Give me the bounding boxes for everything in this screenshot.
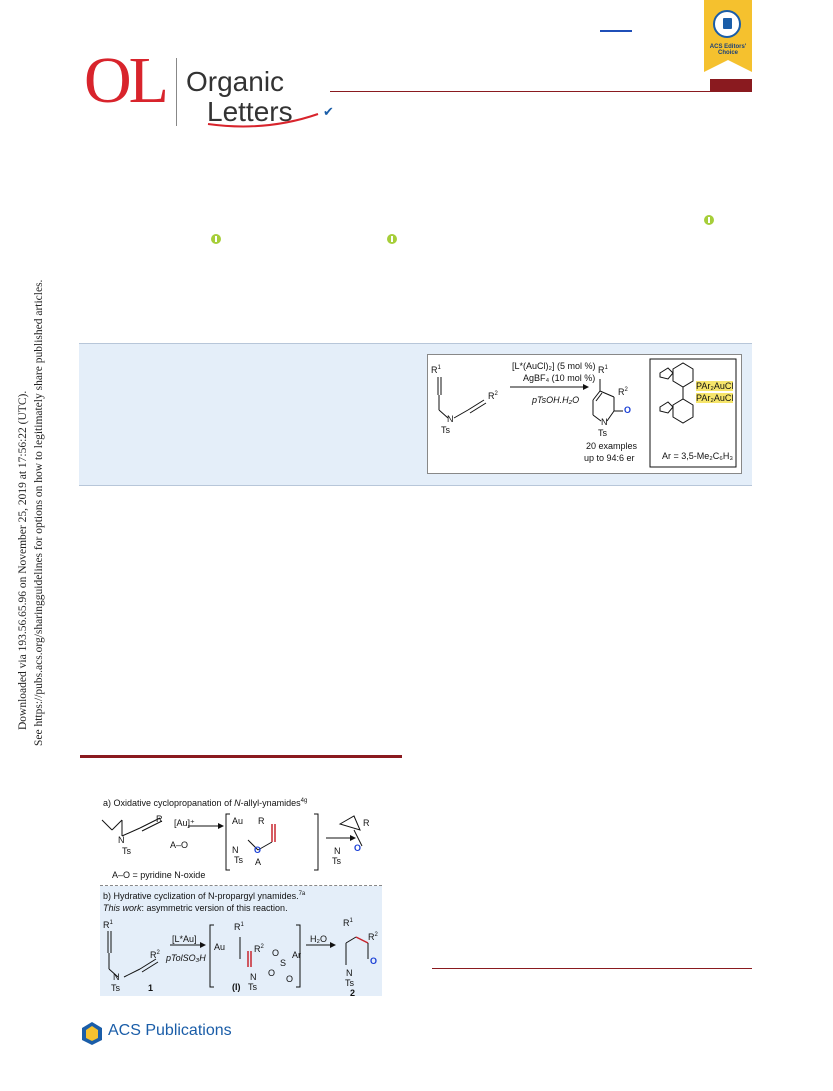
scheme-b-r1: R1 [103,920,113,930]
scheme-panel-b [100,886,382,996]
scheme-a-product-ts: Ts [332,856,341,866]
toc-structures [437,358,737,468]
scheme-b-subtitle: This work: asymmetric version of this re… [103,903,288,913]
scheme-a-reagent: [Au]⁺ [174,818,195,828]
logo-swoosh [207,113,319,128]
toc-r2: R2 [488,391,498,401]
scheme-b-reagent2: pTolSO₃H [166,953,206,963]
scheme-b-reagent1: [L*Au] [172,934,197,944]
toc-n: N [447,414,454,424]
scheme-a-product-r: R [363,818,370,828]
scheme-b-water: H₂O [310,934,327,944]
scheme-panel-a [100,794,382,886]
scheme-b-compound1: 1 [148,983,154,993]
scheme-b-o2: O [268,968,276,978]
scheme-a-structures [101,813,363,871]
verified-check-icon: ✔ [323,104,334,119]
scheme-a-product-n: N [334,846,341,856]
scheme-b-intermediate: (I) [232,982,241,992]
editors-choice-icon [713,10,741,38]
download-notice-line2: See https://pubs.acs.org/sharingguidelin… [33,279,45,746]
scheme-b-s: S [280,958,287,968]
scheme-b-product-r1: R1 [343,918,353,928]
toc-r1: R1 [431,365,441,375]
toc-product-r2: R2 [618,387,628,397]
scheme-b-title: b) Hydrative cyclization of N-propargyl … [103,891,306,901]
scheme-a-r-int: R [258,816,265,826]
toc-product-r1: R1 [598,365,608,375]
scheme-b-r2: R2 [150,950,160,960]
scheme-a-int-a: A [255,857,262,867]
scheme-b-int-n: N [250,972,257,982]
scheme-b-ts: Ts [111,983,120,993]
orcid-icon[interactable] [704,215,714,225]
scheme-b-au: Au [214,942,226,952]
header-accent-block [710,79,752,92]
acs-logo-icon [82,1022,102,1045]
scheme-b-o1: O [272,948,280,958]
scheme-a-oxidant: A–O [170,840,189,850]
toc-ligand-group1: PAr₂AuCl [696,381,734,391]
header-rule [330,91,752,92]
scheme-a-ts: Ts [122,846,131,856]
header-link[interactable] [600,14,632,32]
scheme-b-int-ts: Ts [248,982,257,992]
toc-catalyst: [L*(AuCl)₂] (5 mol %) [512,361,596,371]
toc-er: up to 94:6 er [584,453,635,463]
scheme-a-product-o: O [354,843,362,853]
acs-publications-link[interactable]: ACS Publications [108,1022,232,1039]
orcid-icon[interactable] [211,234,221,244]
scheme-a-title: a) Oxidative cyclopropanation of N-allyl… [103,798,308,808]
journal-name-line1: Organic [186,66,285,97]
toc-product-n: N [601,417,608,427]
column-rule [432,968,752,969]
ribbon-label: ACS Editors' Choice [709,44,747,56]
orcid-icon[interactable] [387,234,397,244]
scheme-a-r: R [156,814,163,824]
journal-name-line2: Letters [207,96,293,127]
scheme-a-int-n: N [232,845,239,855]
toc-silver: AgBF₄ (10 mol %) [523,373,596,383]
ribbon-tip [704,60,752,72]
scheme-b-o3: O [286,974,294,984]
scheme-a-int-ts: Ts [234,855,243,865]
toc-graphic: R1 R2 N Ts [L*(AuCl)₂] (5 mol %) AgBF₄ (… [427,354,742,474]
toc-product-ts: Ts [598,428,607,438]
logo-divider [176,58,177,126]
scheme-divider [100,885,382,886]
toc-acid: pTsOH.H₂O [532,395,580,405]
toc-ar-definition: Ar = 3,5-Me₂C₆H₃ [662,451,734,461]
scheme-a-n: N [118,835,125,845]
journal-logo-letters: OL [84,44,169,117]
toc-ligand-group2: PAr₂AuCl [696,393,734,403]
toc-carbonyl-o: O [624,405,632,415]
scheme-b-int-r1: R1 [234,922,244,932]
scheme-b-product-r2: R2 [368,932,378,942]
scheme-b-product-o: O [370,956,378,966]
toc-examples: 20 examples [586,441,638,451]
scheme-b-structures [107,924,369,988]
scheme-b-compound2: 2 [350,988,356,998]
scheme-a-au: Au [232,816,244,826]
scheme-b-product-n: N [346,968,353,978]
scheme-b-int-r2: R2 [254,944,264,954]
download-notice-line1: Downloaded via 193.56.65.96 on November … [17,390,29,730]
scheme-b-n: N [113,972,120,982]
scheme-a-int-o: O [254,845,262,855]
scheme-a-note: A–O = pyridine N-oxide [112,870,206,880]
scheme-b-ar: Ar [292,950,301,960]
section-rule [80,755,402,758]
scheme-b-product-ts: Ts [345,978,354,988]
toc-ts: Ts [441,425,450,435]
